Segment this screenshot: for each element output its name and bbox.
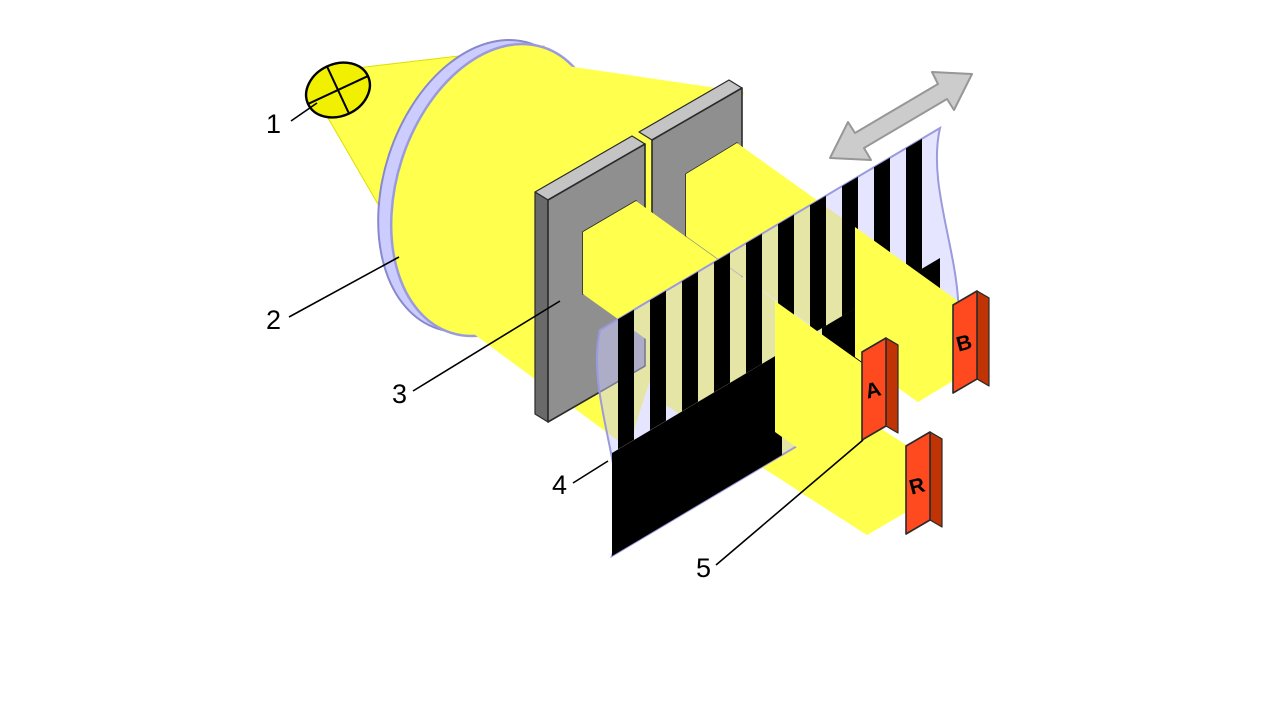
- scale-stripe: [746, 233, 762, 374]
- callout-5: 5: [696, 553, 711, 583]
- detector-r-side-face: [929, 431, 943, 528]
- detector-r: R: [905, 431, 943, 535]
- scale-stripe: [906, 138, 922, 279]
- callout-1-line: [290, 102, 318, 122]
- scale-stripe: [650, 290, 666, 431]
- detector-r-front-face: [905, 431, 931, 535]
- callout-5-line: [715, 439, 864, 566]
- detector-b: B: [952, 290, 990, 394]
- motion-arrow-icon: [829, 71, 973, 161]
- scale-stripe: [618, 309, 634, 450]
- beam-r-front: [800, 377, 920, 535]
- detector-r-label: R: [907, 473, 928, 499]
- callout-4: 4: [552, 470, 567, 500]
- detector-b-front-face: [952, 290, 978, 394]
- detector-a: A: [861, 337, 899, 441]
- callout-2: 2: [266, 305, 281, 335]
- callout-3-line: [412, 300, 561, 392]
- callout-3: 3: [392, 379, 407, 409]
- detector-a-label: A: [863, 377, 884, 403]
- mask-left-side-face: [534, 191, 549, 423]
- detector-a-side-face: [885, 337, 899, 434]
- callout-1: 1: [266, 109, 281, 139]
- scale-stripe: [682, 271, 698, 412]
- detector-b-side-face: [976, 290, 990, 387]
- callout-4-line: [572, 460, 609, 484]
- scale-stripe: [714, 252, 730, 393]
- scale-stripe: [842, 176, 858, 317]
- callout-2-line: [288, 256, 400, 318]
- detector-b-label: B: [954, 330, 975, 356]
- reference-track-left: [612, 352, 782, 556]
- scale-stripe: [810, 195, 826, 336]
- lamp-icon: [304, 61, 372, 119]
- detector-a-front-face: [861, 337, 887, 441]
